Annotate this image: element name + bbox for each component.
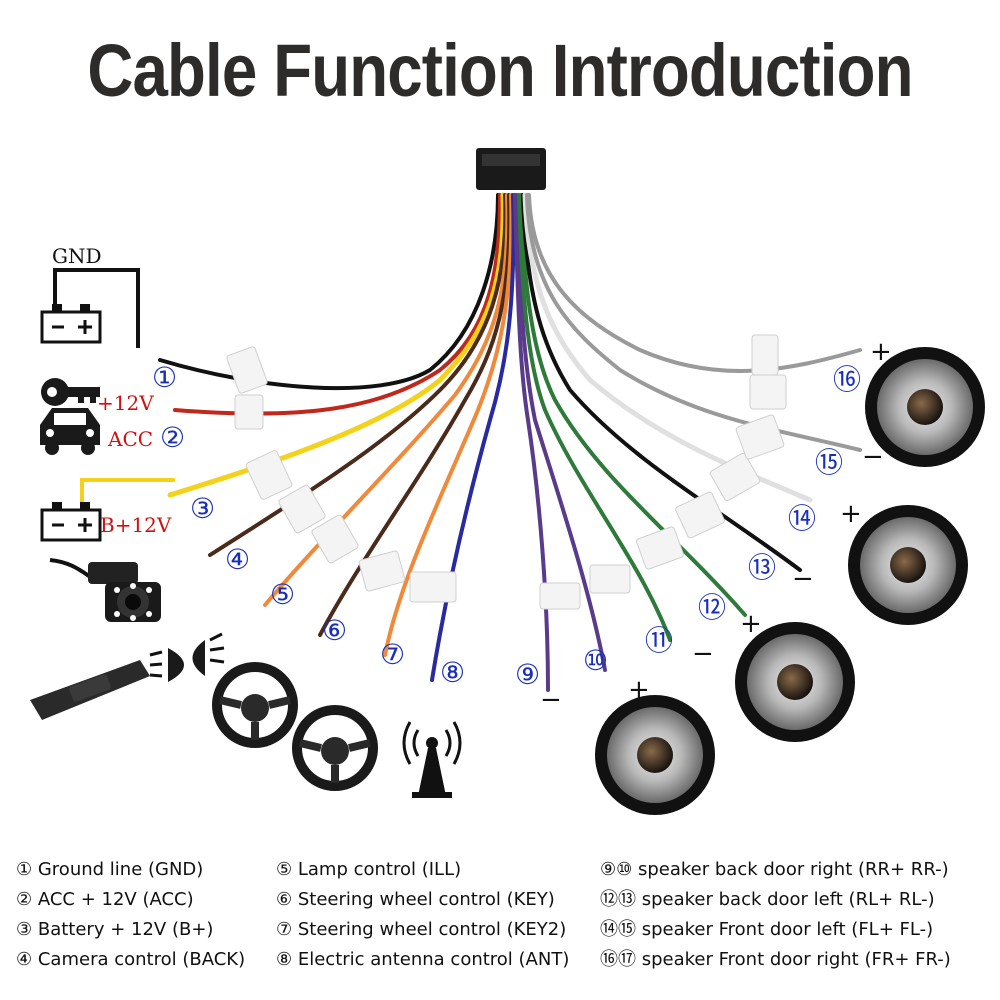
legend-item: ⑭⑮ speaker Front door left (FL+ FL-)	[600, 919, 934, 940]
legend-item: ⑧ Electric antenna control (ANT)	[276, 949, 570, 970]
marker-10: ⑩	[583, 644, 608, 677]
polarity-signs: + − + − + − + −	[540, 337, 892, 715]
wire-fr-plus	[525, 193, 862, 452]
marker-4: ④	[225, 543, 250, 576]
wire-key	[318, 193, 512, 637]
marker-9: ⑨	[515, 658, 540, 691]
marker-7: ⑦	[380, 638, 405, 671]
wire-ill	[263, 193, 510, 607]
legend-item: ⑫⑬ speaker back door left (RL+ RL-)	[600, 889, 935, 910]
acc-label: ACC	[107, 427, 153, 451]
marker-15: ⑮	[815, 446, 843, 479]
marker-6: ⑥	[322, 614, 347, 647]
legend-item: ⑥ Steering wheel control (KEY)	[276, 889, 555, 910]
lamp-stalk-icon	[30, 660, 150, 720]
wire-acc	[173, 193, 502, 416]
plus-sign: +	[740, 609, 762, 639]
plus-sign: +	[840, 499, 862, 529]
antenna-icon	[402, 721, 462, 798]
marker-16: ⑯	[833, 363, 861, 396]
minus-sign: −	[692, 639, 714, 669]
car-icon	[40, 408, 100, 455]
marker-1: ①	[152, 361, 177, 394]
camera-icon	[49, 558, 161, 622]
legend-item: ⑨⑩ speaker back door right (RR+ RR-)	[600, 859, 949, 880]
headlight-icon	[149, 632, 225, 682]
legend-item: ③ Battery + 12V (B+)	[16, 919, 214, 940]
battery-icon-b	[40, 478, 175, 542]
minus-sign: −	[792, 564, 814, 594]
speaker-icon-fr	[865, 347, 985, 467]
wire-bundle	[158, 192, 862, 692]
marker-13: ⑬	[748, 551, 776, 584]
wire-fl-plus	[521, 193, 802, 572]
legend-column-3: ⑨⑩ speaker back door right (RR+ RR-) ⑫⑬ …	[600, 855, 951, 975]
speaker-icon-rr	[595, 695, 715, 815]
steering-wheel-icon-2	[292, 705, 378, 791]
speaker-icon-fl	[848, 505, 968, 625]
wire-rr-minus	[515, 193, 607, 672]
battery-label: B+12V	[100, 513, 172, 537]
marker-3: ③	[190, 492, 215, 525]
wire-rl-plus	[517, 193, 672, 642]
legend-item: ⑦ Steering wheel control (KEY2)	[276, 919, 567, 940]
marker-12: ⑫	[698, 591, 726, 624]
marker-5: ⑤	[270, 578, 295, 611]
key-icon	[41, 378, 100, 406]
speaker-icon-rl	[735, 622, 855, 742]
legend-item: ④ Camera control (BACK)	[16, 949, 246, 970]
plus-sign: +	[870, 337, 892, 367]
acc-voltage-label: +12V	[97, 391, 154, 415]
marker-11: ⑪	[645, 624, 673, 657]
marker-8: ⑧	[440, 656, 465, 689]
wire-ant	[430, 193, 516, 682]
wire-fr-minus	[527, 193, 862, 373]
steering-wheel-icon	[212, 662, 298, 748]
marker-14: ⑭	[788, 502, 816, 535]
legend-item: ① Ground line (GND)	[16, 859, 204, 880]
legend-item: ⑤ Lamp control (ILL)	[276, 859, 462, 880]
marker-2: ②	[160, 421, 185, 454]
plus-sign: +	[628, 675, 650, 705]
gnd-label: GND	[52, 244, 102, 268]
minus-sign: −	[540, 685, 562, 715]
wire-rl-minus	[519, 193, 747, 617]
page-title: Cable Function Introduction	[87, 29, 913, 112]
wire-key2	[383, 193, 514, 657]
legend-item: ⑯⑰ speaker Front door right (FR+ FR-)	[600, 949, 951, 970]
battery-icon	[40, 268, 140, 348]
legend-item: ② ACC + 12V (ACC)	[16, 889, 194, 910]
legend-column-1: ① Ground line (GND) ② ACC + 12V (ACC) ③ …	[16, 855, 245, 975]
minus-sign: −	[862, 442, 884, 472]
wire-gnd	[158, 193, 500, 391]
wire-back	[208, 193, 508, 557]
number-markers: ① ② ③ ④ ⑤ ⑥ ⑦ ⑧ ⑨ ⑩ ⑪ ⑫ ⑬ ⑭ ⑮ ⑯	[152, 361, 861, 691]
legend-column-2: ⑤ Lamp control (ILL) ⑥ Steering wheel co…	[276, 855, 569, 975]
wire-tags	[226, 334, 787, 610]
